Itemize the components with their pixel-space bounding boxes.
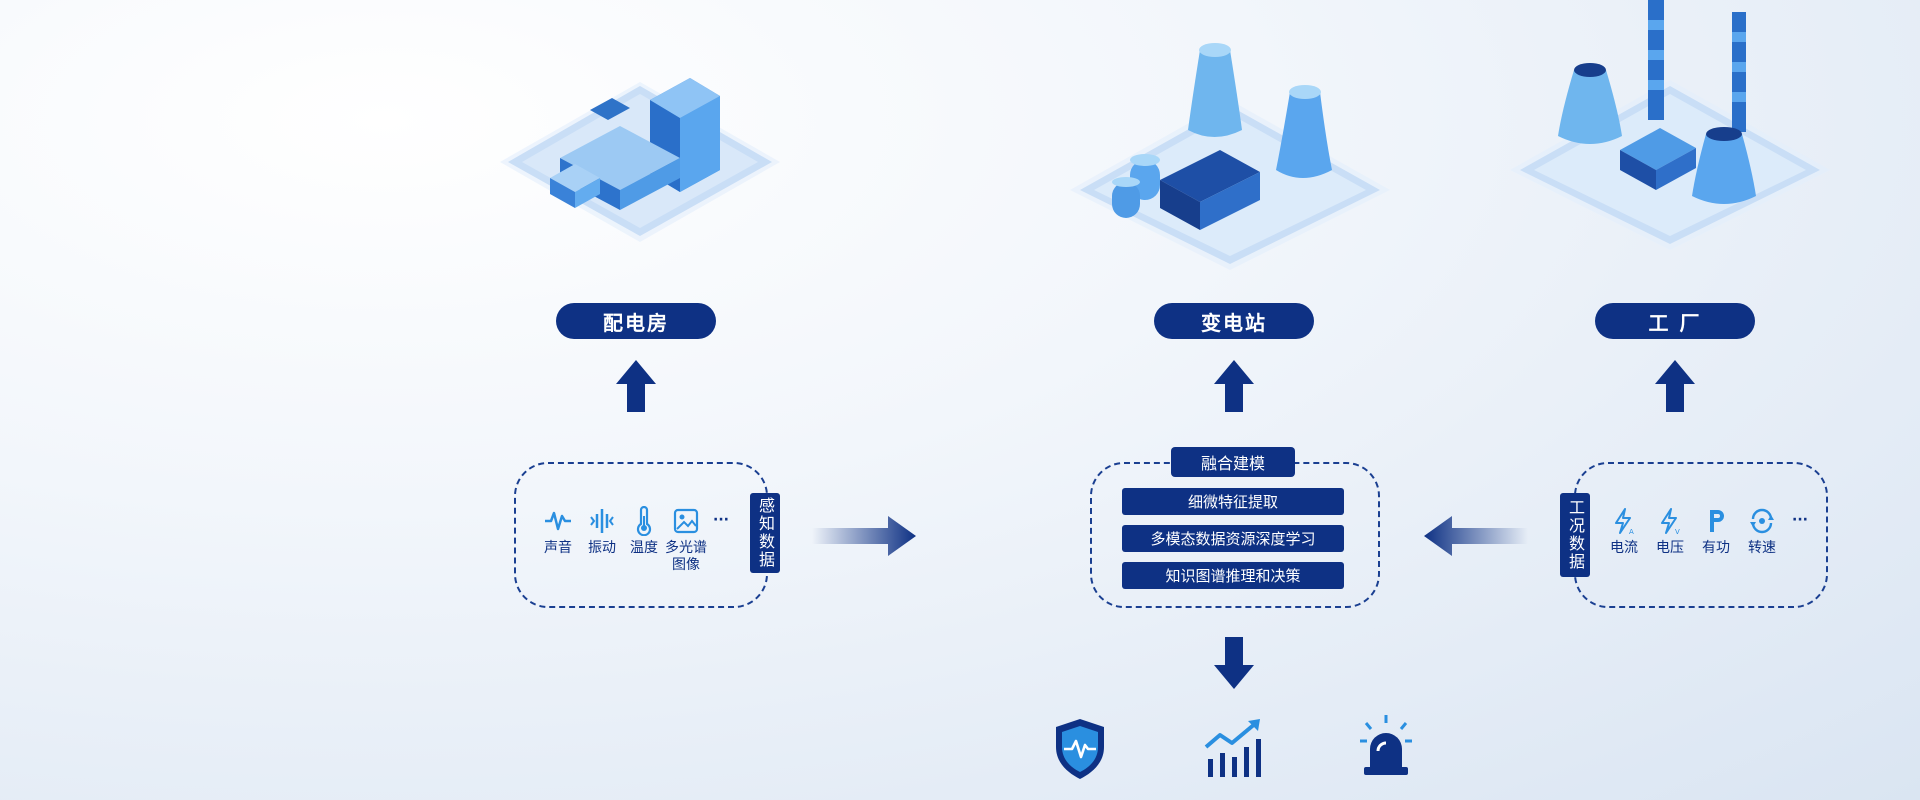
operating-label: 电流 xyxy=(1610,540,1638,556)
up-arrow-icon xyxy=(616,360,656,412)
perception-data-title: 感知数据 xyxy=(750,493,780,573)
fusion-step: 知识图谱推理和决策 xyxy=(1122,562,1344,589)
sensor-temperature: 温度 xyxy=(622,506,666,557)
site-label-factory: 工 厂 xyxy=(1595,303,1755,339)
active-power-icon xyxy=(1710,510,1724,532)
voltage-icon: V xyxy=(1661,508,1680,536)
fusion-step: 细微特征提取 xyxy=(1122,488,1344,515)
sensor-vibration: 振动 xyxy=(580,506,624,557)
current-icon: A xyxy=(1615,508,1634,536)
operating-rotation-speed: 转速 xyxy=(1740,506,1784,557)
substation-illustration xyxy=(1070,43,1390,270)
thermometer-icon xyxy=(636,506,652,536)
rotation-speed-icon xyxy=(1750,508,1774,534)
operating-label: 有功 xyxy=(1702,540,1730,556)
vibration-icon xyxy=(590,509,614,533)
operating-data-title: 工况数据 xyxy=(1560,493,1590,577)
up-arrow-icon xyxy=(1214,360,1254,412)
operating-label: 电压 xyxy=(1656,540,1684,556)
more-operating-ellipsis: ··· xyxy=(1792,512,1808,528)
sensor-label: 多光谱 图像 xyxy=(665,540,707,573)
left-arrow-icon xyxy=(1424,516,1528,556)
fusion-step: 多模态数据资源深度学习 xyxy=(1122,525,1344,552)
sensor-multispectral-image: 多光谱 图像 xyxy=(664,506,708,574)
sensor-label: 温度 xyxy=(630,540,658,556)
operating-voltage: V 电压 xyxy=(1648,506,1692,557)
sensor-label: 声音 xyxy=(544,540,572,556)
distribution-room-illustration xyxy=(500,78,780,242)
operating-label: 转速 xyxy=(1748,540,1776,556)
waveform-icon xyxy=(545,511,571,531)
sensor-sound: 声音 xyxy=(536,506,580,557)
site-label-substation: 变电站 xyxy=(1154,303,1314,339)
up-arrow-icon xyxy=(1655,360,1695,412)
right-arrow-icon xyxy=(812,516,916,556)
factory-illustration xyxy=(1510,0,1830,250)
sensor-label: 振动 xyxy=(588,540,616,556)
image-icon xyxy=(673,508,699,534)
operating-current: A 电流 xyxy=(1602,506,1646,557)
shield-pulse-icon xyxy=(1056,719,1104,779)
svg-text:A: A xyxy=(1629,528,1634,536)
svg-text:V: V xyxy=(1675,528,1680,536)
trend-chart-icon xyxy=(1204,719,1261,777)
fusion-modeling-title: 融合建模 xyxy=(1171,447,1295,477)
down-arrow-icon xyxy=(1214,637,1254,689)
more-sensors-ellipsis: ··· xyxy=(713,512,729,528)
site-label-distribution-room: 配电房 xyxy=(556,303,716,339)
operating-active-power: 有功 xyxy=(1694,506,1738,557)
alarm-light-icon xyxy=(1360,715,1412,775)
